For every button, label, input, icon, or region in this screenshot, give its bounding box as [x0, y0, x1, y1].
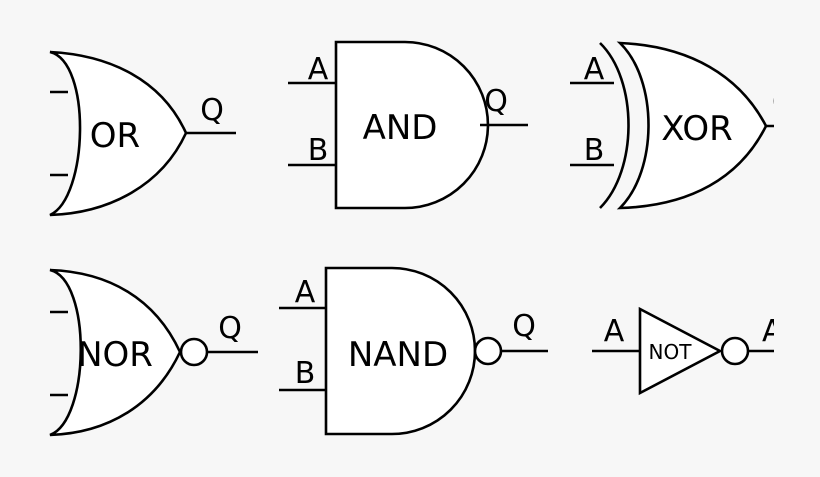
or-gate-label: OR: [90, 116, 140, 156]
xor-extra-input-arc: [599, 42, 630, 209]
xor-input-a-label: A: [584, 52, 605, 87]
nand-gate-label: NAND: [348, 335, 448, 375]
nor-gate-label: NOR: [77, 335, 153, 375]
and-gate-label: AND: [363, 108, 438, 148]
or-gate: OR Q: [49, 50, 236, 217]
and-gate-body: [334, 40, 490, 210]
not-input-a-label: A: [604, 314, 625, 349]
not-gate-body: [638, 306, 723, 396]
xor-input-b-label: B: [584, 133, 605, 168]
not-gate-label: NOT: [649, 340, 693, 364]
or-gate-body: [49, 50, 188, 217]
nor-gate: NOR Q: [49, 268, 258, 437]
nand-input-a-label: A: [295, 275, 316, 310]
not-output-label: A: [762, 314, 783, 349]
xor-output-label: Q: [772, 85, 796, 120]
nor-gate-body: [49, 268, 182, 437]
and-input-b-label: B: [308, 133, 329, 168]
not-gate: NOT A A: [592, 306, 783, 396]
nor-inversion-bubble: [179, 337, 209, 367]
and-output-label: Q: [484, 84, 508, 119]
nand-output-label: Q: [512, 309, 536, 344]
nor-output-label: Q: [218, 311, 242, 346]
and-gate: AND A B Q: [288, 40, 528, 210]
not-inversion-bubble: [720, 336, 750, 366]
xor-gate-body: [616, 41, 768, 210]
nand-input-b-label: B: [295, 356, 316, 391]
xor-gate: XOR A B Q: [570, 41, 796, 210]
nand-inversion-bubble: [473, 336, 503, 366]
and-input-a-label: A: [308, 52, 329, 87]
nand-gate: NAND A B Q: [279, 266, 548, 436]
or-output-label: Q: [200, 93, 224, 128]
xor-gate-label: XOR: [661, 109, 733, 149]
